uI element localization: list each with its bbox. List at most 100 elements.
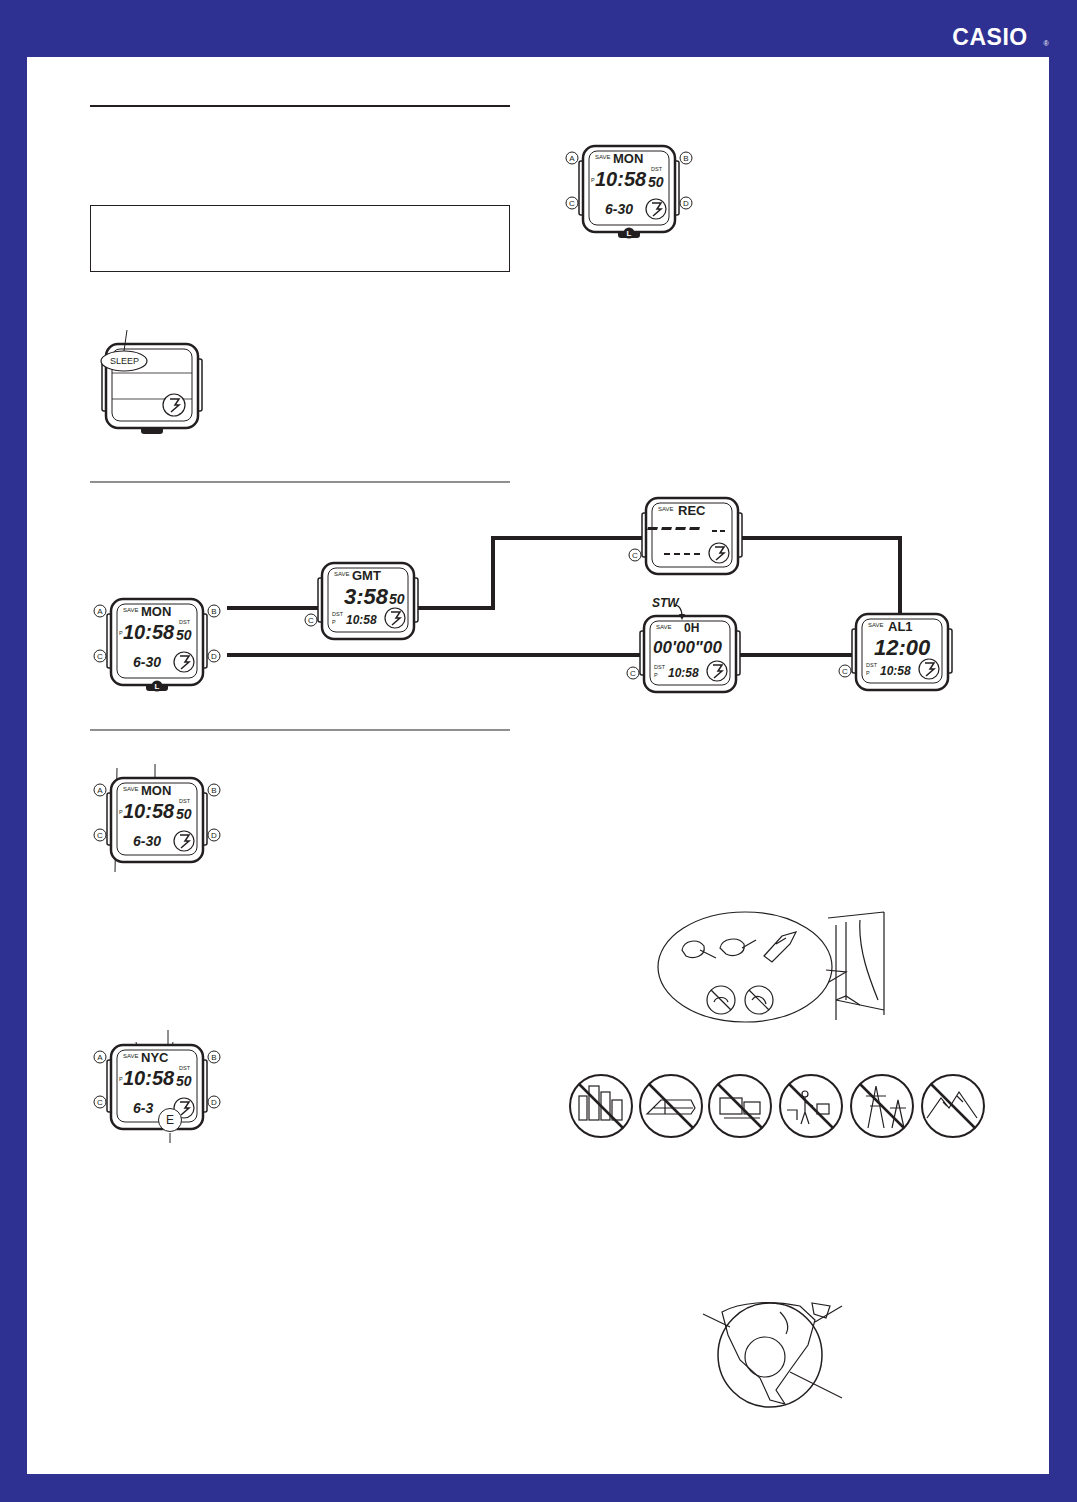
watch-face: SAVEREC bbox=[642, 497, 742, 577]
window-scene-part bbox=[745, 986, 773, 1014]
button-label: A bbox=[94, 1051, 107, 1064]
display-text: SAVE bbox=[123, 607, 139, 614]
logo-mark bbox=[180, 1102, 189, 1115]
lcd-frame bbox=[589, 151, 669, 225]
button-label: C bbox=[627, 667, 640, 680]
section-rule-part bbox=[90, 729, 510, 730]
logo-mark bbox=[715, 547, 724, 560]
button-label: B bbox=[680, 152, 693, 165]
no-sign-part-part bbox=[649, 1084, 693, 1128]
globe-map-part bbox=[812, 1303, 830, 1318]
lcd-frame bbox=[328, 568, 408, 632]
display-text: 50 bbox=[389, 591, 405, 607]
display-text: MON bbox=[141, 605, 171, 620]
no-sign-part-part bbox=[931, 1084, 975, 1128]
no-sign-part bbox=[640, 1075, 702, 1137]
display-text: 10:58 bbox=[123, 621, 174, 644]
globe-map-part bbox=[780, 1312, 788, 1334]
no-sign-part bbox=[570, 1075, 632, 1137]
no-sign-part-part bbox=[851, 1075, 913, 1137]
no-sign-part-part bbox=[802, 1091, 808, 1097]
display-text: 00'00"00 bbox=[653, 638, 722, 658]
page-sheet bbox=[27, 57, 1049, 1474]
display-text: 0H bbox=[684, 622, 699, 636]
globe-map-part bbox=[718, 1303, 822, 1407]
no-sign-part-part bbox=[780, 1075, 842, 1137]
button-label: C bbox=[839, 665, 852, 678]
mode-connector bbox=[740, 653, 852, 657]
display-text: SLEEP bbox=[110, 356, 139, 366]
button-label: D bbox=[208, 829, 221, 842]
no-sign-part-part bbox=[640, 1075, 702, 1137]
button-label: C bbox=[94, 829, 107, 842]
button-label: C bbox=[629, 549, 642, 562]
display-text: SAVE bbox=[123, 786, 139, 793]
window-scene-part bbox=[752, 997, 766, 1004]
watch-case bbox=[111, 1045, 203, 1129]
window-scene-part bbox=[658, 912, 832, 1022]
lcd-dash bbox=[689, 527, 700, 530]
display-text: P bbox=[332, 619, 336, 625]
display-text: 10:58 bbox=[123, 1067, 174, 1090]
watch-face: SAVEGMT3:5850DSTP10:58 bbox=[318, 562, 418, 642]
lcd-dash bbox=[684, 553, 690, 555]
watch-case bbox=[322, 563, 414, 639]
window-scene-part bbox=[707, 986, 735, 1014]
watch-case bbox=[644, 616, 736, 692]
display-text: 10:58 bbox=[346, 614, 377, 628]
logo-mark bbox=[713, 665, 722, 678]
logo-circle bbox=[163, 394, 185, 416]
lcd-dash bbox=[712, 530, 717, 532]
window-scene-part bbox=[749, 990, 769, 1010]
display-text: P bbox=[119, 630, 123, 636]
display-text: DST bbox=[651, 166, 662, 172]
watch-face: SAVENYCP10:5850DST6-3 bbox=[107, 1044, 207, 1132]
globe-map bbox=[703, 1303, 842, 1407]
logo-circle bbox=[919, 659, 939, 679]
display-text: P bbox=[119, 809, 123, 815]
display-text: SAVE bbox=[656, 624, 672, 631]
no-sign-part bbox=[851, 1075, 913, 1137]
globe-map-part bbox=[703, 1314, 730, 1327]
mode-connector bbox=[227, 606, 318, 610]
brand-logo: CASIO bbox=[952, 24, 1027, 51]
watch-case bbox=[856, 614, 948, 690]
no-sign-part-part bbox=[718, 1084, 762, 1128]
globe-map-part bbox=[790, 1372, 842, 1398]
lcd-frame bbox=[117, 1050, 197, 1122]
lcd-frame bbox=[117, 783, 197, 855]
watch-case bbox=[646, 498, 738, 574]
display-text: 50 bbox=[176, 1073, 192, 1089]
no-sign-part-part bbox=[787, 1110, 797, 1120]
watch-face: SLEEP bbox=[102, 343, 202, 431]
watch-face: SAVEMONP10:5850DST6-30 bbox=[579, 145, 679, 235]
display-text: 10:58 bbox=[595, 168, 646, 191]
display-text: MON bbox=[141, 784, 171, 799]
display-text: DST bbox=[654, 664, 665, 670]
logo-mark bbox=[170, 399, 179, 412]
logo-mark bbox=[180, 835, 189, 848]
lcd-divider bbox=[112, 373, 192, 374]
button-label: D bbox=[208, 1096, 221, 1109]
window-scene-part bbox=[711, 990, 731, 1010]
display-text: 50 bbox=[648, 174, 664, 190]
display-text: DST bbox=[179, 798, 190, 804]
display-text: 10:58 bbox=[880, 665, 911, 679]
display-text: DST bbox=[332, 611, 343, 617]
display-text: 3:58 bbox=[344, 584, 388, 609]
watch-case bbox=[583, 146, 675, 232]
lcd-dash bbox=[720, 530, 725, 532]
display-text: GMT bbox=[352, 569, 381, 584]
watch-case bbox=[106, 344, 198, 428]
no-sign-part-part bbox=[724, 1117, 760, 1118]
callout-ellipse bbox=[101, 351, 147, 371]
no-sign-part-part bbox=[570, 1075, 632, 1137]
window-scene-part bbox=[720, 939, 756, 955]
no-sign-part bbox=[709, 1075, 771, 1137]
display-text: 6-30 bbox=[605, 201, 633, 217]
button-label: C bbox=[305, 614, 318, 627]
mode-connector bbox=[227, 653, 640, 657]
